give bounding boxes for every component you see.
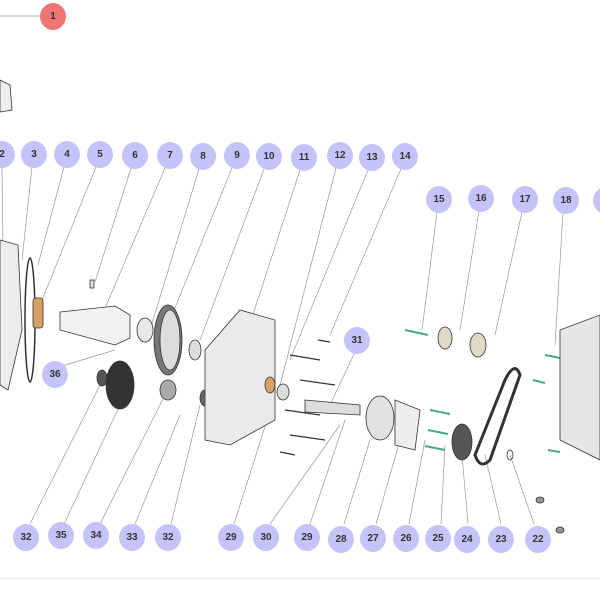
callout-13[interactable]: 13 xyxy=(359,144,385,171)
callout-33[interactable]: 33 xyxy=(119,524,145,551)
callout-19[interactable]: 19 xyxy=(593,187,600,214)
callout-15[interactable]: 15 xyxy=(426,186,452,213)
callout-10[interactable]: 10 xyxy=(256,143,282,170)
callout-4[interactable]: 4 xyxy=(54,141,80,168)
callout-18[interactable]: 18 xyxy=(553,187,579,214)
callout-16[interactable]: 16 xyxy=(468,185,494,212)
callout-32[interactable]: 32 xyxy=(13,524,39,551)
callout-34[interactable]: 34 xyxy=(83,522,109,549)
callout-12[interactable]: 12 xyxy=(327,142,353,169)
callout-35[interactable]: 35 xyxy=(48,522,74,549)
callout-7[interactable]: 7 xyxy=(157,142,183,169)
leader-lines xyxy=(0,15,564,525)
callout-29[interactable]: 29 xyxy=(218,524,244,551)
callout-14[interactable]: 14 xyxy=(392,143,418,170)
callout-28[interactable]: 28 xyxy=(328,526,354,553)
callout-2[interactable]: 2 xyxy=(0,141,15,168)
callout-1-selected[interactable]: 1 xyxy=(40,3,66,30)
parts xyxy=(0,79,600,534)
callout-9[interactable]: 9 xyxy=(224,142,250,169)
callout-31[interactable]: 31 xyxy=(344,327,370,354)
callout-30[interactable]: 30 xyxy=(253,524,279,551)
callout-23[interactable]: 23 xyxy=(488,526,514,553)
callout-3[interactable]: 3 xyxy=(21,141,47,168)
callout-5[interactable]: 5 xyxy=(87,141,113,168)
callout-8[interactable]: 8 xyxy=(190,143,216,170)
callout-36[interactable]: 36 xyxy=(42,361,68,388)
callout-11[interactable]: 11 xyxy=(291,144,317,171)
callout-17[interactable]: 17 xyxy=(512,186,538,213)
callout-6[interactable]: 6 xyxy=(122,142,148,169)
callout-29b[interactable]: 29 xyxy=(294,524,320,551)
callout-27[interactable]: 27 xyxy=(360,525,386,552)
divider xyxy=(0,578,600,579)
callout-26[interactable]: 26 xyxy=(393,525,419,552)
callout-24[interactable]: 24 xyxy=(454,526,480,553)
callout-25[interactable]: 25 xyxy=(425,525,451,552)
callout-22[interactable]: 22 xyxy=(525,526,551,553)
callout-32b[interactable]: 32 xyxy=(155,524,181,551)
